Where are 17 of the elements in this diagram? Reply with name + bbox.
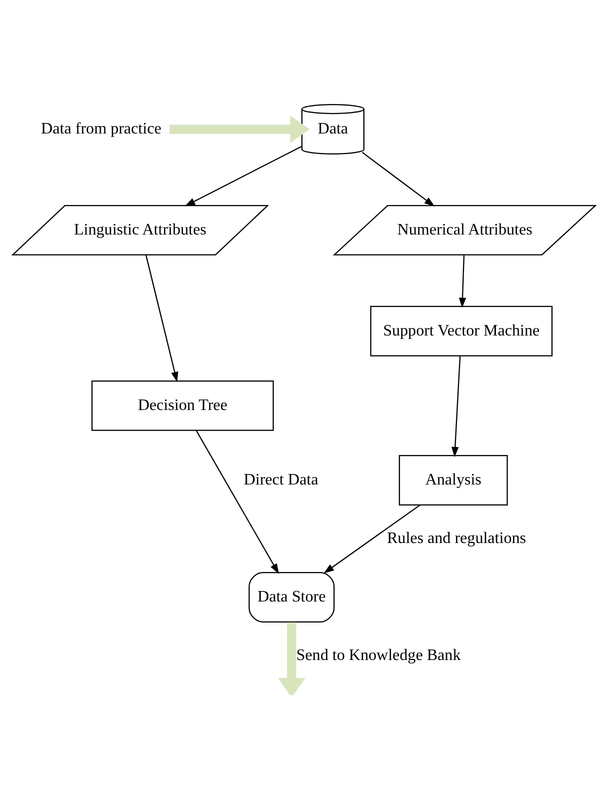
arrow [196,430,279,574]
node-box: Analysis [398,454,508,505]
node-box: Data Store [248,572,335,622]
arrow [278,622,306,694]
arrow [170,115,310,142]
arrow [184,145,302,206]
node-box: Support Vector Machine [370,305,553,356]
node-box: Decision Tree [91,380,274,430]
arrow [324,504,420,573]
node-text: Data from practice [41,120,162,137]
edge-label: Direct Data [244,470,318,488]
arrow [452,355,461,457]
edge-label: Rules and regulations [386,529,526,546]
arrow [458,254,466,308]
arrow [362,151,435,206]
edge-label: Send to Knowledge Bank [296,646,461,664]
arrow [145,254,178,382]
